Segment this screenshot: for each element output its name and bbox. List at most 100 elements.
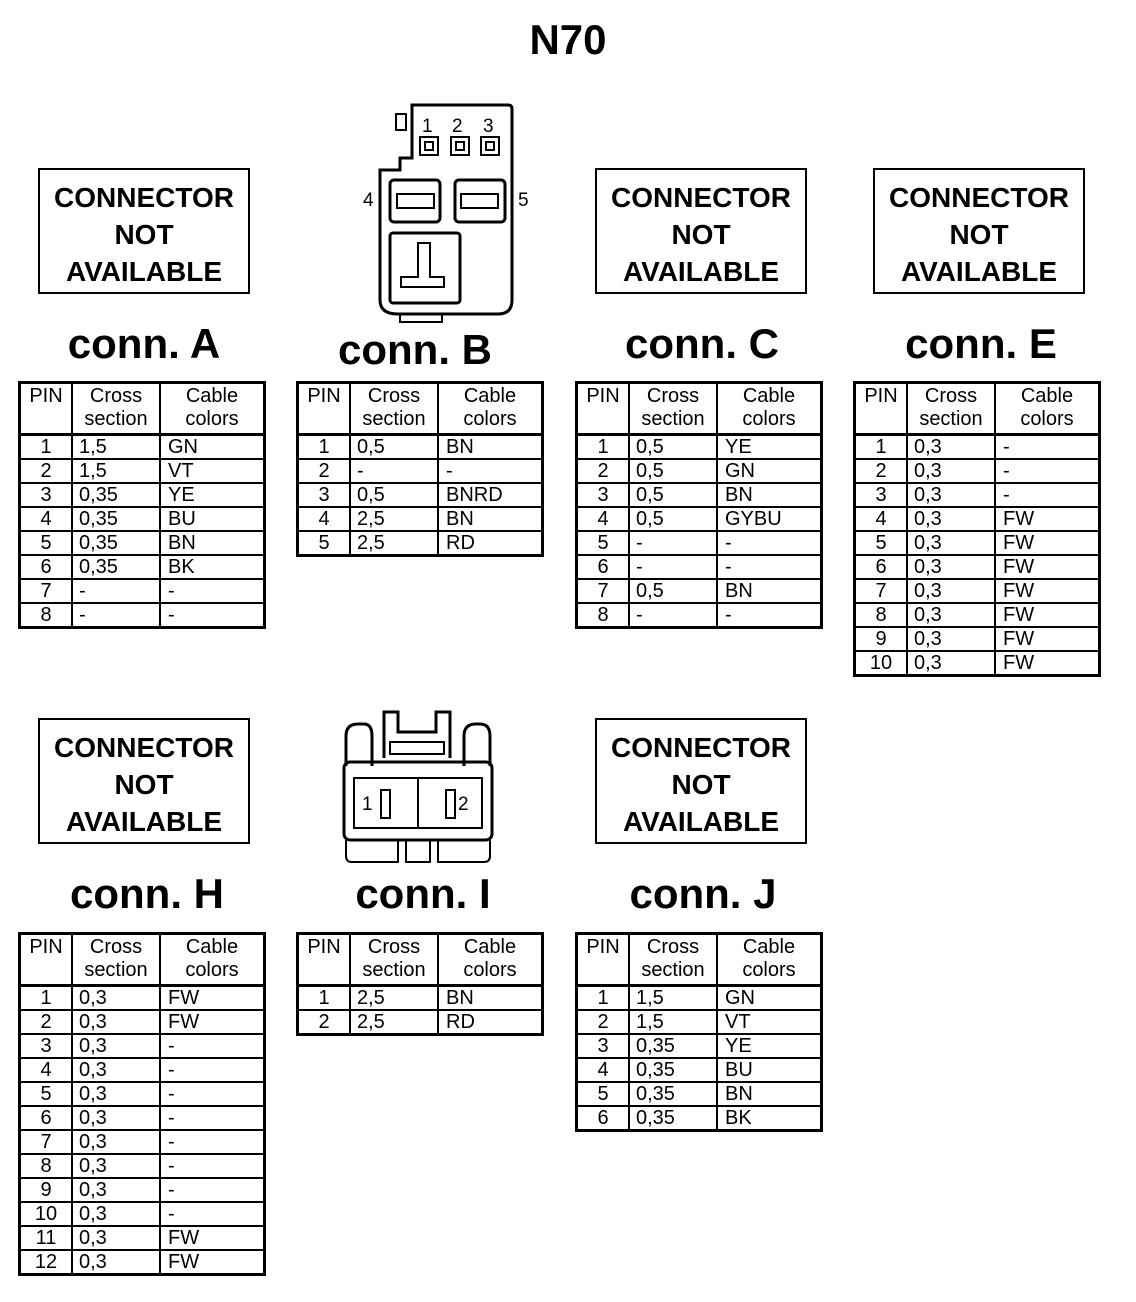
- cable-color-cell: -: [159, 578, 266, 604]
- header-pin-text: PIN: [29, 385, 63, 407]
- cross-section-cell: 0,5: [628, 506, 718, 532]
- cable-color-cell: -: [159, 1177, 266, 1203]
- cross-section-cell: 0,3: [906, 530, 996, 556]
- cross-section-cell: 0,35: [628, 1033, 718, 1059]
- pin-cell: 1: [575, 433, 630, 460]
- cross-section-cell: 0,3: [71, 1129, 161, 1155]
- cable-color-cell: -: [716, 530, 823, 556]
- cable-color-cell: FW: [994, 602, 1101, 628]
- cross-section-cell: 2,5: [349, 506, 439, 532]
- na-line-3: AVAILABLE: [65, 806, 223, 837]
- cross-section-cell: 0,5: [628, 458, 718, 484]
- pin-cell: 4: [853, 506, 908, 532]
- table-row: 6--: [575, 554, 823, 580]
- cable-color-cell: FW: [159, 984, 266, 1011]
- cable-color-cell: GN: [716, 984, 823, 1011]
- cable-color-cell: -: [437, 458, 544, 484]
- header-pin-text: PIN: [864, 385, 898, 407]
- header-cross-line-1: Cross: [367, 936, 421, 958]
- header-cross-line-2: section: [84, 959, 148, 981]
- cable-color-cell: VT: [159, 458, 266, 484]
- pin-cell: 3: [575, 482, 630, 508]
- connector-not-available-H: CONNECTOR NOT AVAILABLE: [38, 718, 250, 844]
- na-line-2: NOT: [949, 219, 1009, 250]
- table-row: 8--: [575, 602, 823, 629]
- cross-section-cell: 0,3: [71, 984, 161, 1011]
- cross-section-cell: 0,3: [71, 1225, 161, 1251]
- header-pin: PIN: [575, 932, 630, 987]
- pin-cell: 9: [18, 1177, 73, 1203]
- pin-cell: 2: [575, 458, 630, 484]
- cross-section-cell: 0,35: [628, 1081, 718, 1107]
- cross-section-cell: 0,3: [906, 482, 996, 508]
- cable-color-cell: -: [159, 602, 266, 629]
- connector-c-label: conn. C: [625, 320, 779, 367]
- connector-i-label: conn. I: [355, 870, 491, 917]
- pin-cell: 1: [296, 433, 351, 460]
- cross-section-cell: 0,3: [71, 1081, 161, 1107]
- header-cable-line-2: colors: [185, 408, 239, 430]
- cable-color-cell: -: [716, 602, 823, 629]
- header-cross-line-1: Cross: [89, 936, 143, 958]
- header-cross-line-1: Cross: [646, 936, 700, 958]
- header-cable-line-1: Cable: [463, 936, 517, 958]
- header-pin-text: PIN: [586, 936, 620, 958]
- cable-color-cell: FW: [159, 1249, 266, 1276]
- cable-color-cell: FW: [994, 506, 1101, 532]
- pin-cell: 3: [853, 482, 908, 508]
- na-line-1: CONNECTOR: [54, 732, 234, 763]
- header-cable-line-2: colors: [742, 959, 796, 981]
- pin-cell: 4: [575, 1057, 630, 1083]
- cross-section-cell: 0,3: [906, 578, 996, 604]
- pin-cell: 3: [18, 482, 73, 508]
- cable-color-cell: GYBU: [716, 506, 823, 532]
- pin-cell: 8: [575, 602, 630, 629]
- pin-cell: 6: [18, 1105, 73, 1131]
- header-cross-line-2: section: [919, 408, 983, 430]
- table-row: 5--: [575, 530, 823, 556]
- cable-color-cell: GN: [716, 458, 823, 484]
- cable-color-cell: VT: [716, 1009, 823, 1035]
- connector-not-available-A: CONNECTOR NOT AVAILABLE: [38, 168, 250, 294]
- header-pin: PIN: [853, 381, 908, 436]
- na-line-3: AVAILABLE: [900, 256, 1058, 287]
- cross-section-cell: 0,5: [628, 482, 718, 508]
- cable-color-cell: RD: [437, 1009, 544, 1036]
- cross-section-cell: 2,5: [349, 1009, 439, 1036]
- cable-color-cell: BNRD: [437, 482, 544, 508]
- cross-section-cell: 0,35: [71, 482, 161, 508]
- na-line-2: NOT: [114, 219, 174, 250]
- pin-cell: 5: [296, 530, 351, 557]
- cable-color-cell: BN: [437, 984, 544, 1011]
- pin-cell: 5: [853, 530, 908, 556]
- cross-section-cell: -: [71, 602, 161, 629]
- pin-cell: 2: [18, 458, 73, 484]
- header-cross-line-2: section: [641, 408, 705, 430]
- cable-color-cell: RD: [437, 530, 544, 557]
- na-line-3: AVAILABLE: [65, 256, 223, 287]
- cable-color-cell: YE: [716, 433, 823, 460]
- cable-color-cell: FW: [994, 530, 1101, 556]
- cable-color-cell: BN: [716, 578, 823, 604]
- cross-section-cell: 2,5: [349, 530, 439, 557]
